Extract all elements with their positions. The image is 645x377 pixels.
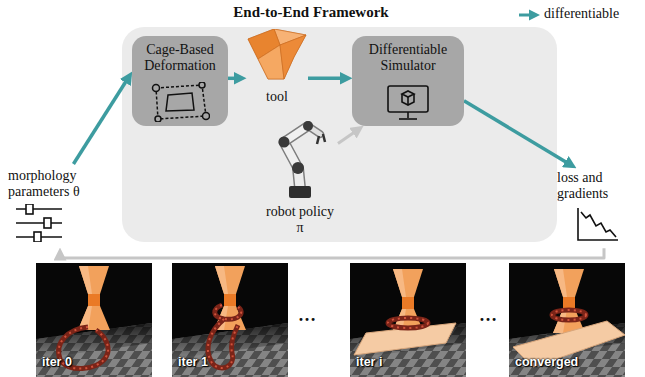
render-iter-i	[392, 269, 424, 333]
robot-arm	[317, 134, 325, 144]
iteration-label: iter i	[356, 356, 382, 370]
robot-arm	[279, 137, 290, 148]
legend-arrow-sample	[519, 10, 540, 21]
ellipsis: …	[298, 306, 316, 324]
slider-icon	[14, 204, 64, 242]
simulator-icon	[386, 84, 430, 122]
simulator-icon	[402, 94, 414, 105]
robot-arm	[284, 126, 320, 188]
slider-icon	[44, 218, 51, 228]
iteration-label: converged	[515, 356, 578, 370]
simulator-icon	[388, 86, 428, 112]
robot-arm	[262, 112, 338, 200]
robot-arm	[289, 186, 311, 198]
output-block: loss and gradients	[556, 168, 636, 248]
slider-icon	[16, 204, 62, 242]
render-converged	[552, 310, 586, 320]
robot-arm	[292, 162, 304, 174]
cage-icon	[203, 113, 210, 120]
loss-chart-icon	[578, 208, 618, 240]
loss-chart-icon	[581, 212, 616, 237]
render-converged	[553, 269, 585, 333]
render-converged	[552, 310, 586, 320]
node-text: loss and gradients	[557, 170, 635, 202]
cage-icon	[150, 82, 210, 122]
iteration-label: iter 1	[178, 356, 208, 370]
render-iter-1	[172, 263, 288, 377]
slider-icon	[16, 208, 62, 210]
flow-arrow	[308, 77, 346, 81]
tool-mesh	[258, 45, 284, 79]
render-iter-0	[36, 263, 152, 377]
cage-icon	[166, 93, 194, 111]
loss-chart-icon	[578, 208, 618, 240]
cage-icon	[199, 82, 205, 88]
flow-arrow	[73, 77, 128, 164]
simulator-icon	[402, 91, 414, 97]
framework-panel: End-to-End FrameworkCage-Based Deformati…	[122, 27, 557, 242]
loss-chart-icon	[574, 206, 620, 244]
render-converged	[509, 263, 625, 377]
render-iter-i	[350, 323, 466, 377]
legend-entry: differentiable	[544, 6, 619, 22]
tool-mesh	[246, 29, 308, 81]
render-converged	[509, 263, 625, 377]
simulator-icon	[388, 86, 428, 119]
process-box: Differentiable Simulator	[352, 36, 464, 126]
simulator-icon	[399, 118, 417, 120]
iteration-label: iter 0	[42, 356, 72, 370]
tool-mesh	[280, 35, 306, 79]
process-box: Cage-Based Deformation	[132, 36, 228, 126]
tool-mesh	[248, 29, 306, 79]
flow-arrow	[464, 101, 571, 165]
render-iter-i	[388, 318, 428, 328]
render-iter-1	[208, 305, 241, 368]
render-iter-0	[36, 263, 152, 377]
node-text: Differentiable Simulator	[357, 42, 459, 74]
slider-icon	[26, 204, 33, 214]
slider-icon	[16, 222, 62, 224]
legend-text: differentiable	[544, 6, 619, 21]
cage-icon	[156, 85, 206, 119]
flow-arrow	[338, 129, 358, 143]
node-text: Cage-Based Deformation	[137, 42, 223, 74]
flow-arrow	[60, 248, 604, 258]
render-iter-0	[78, 266, 110, 330]
cage-icon	[153, 85, 160, 92]
simulator-icon	[407, 97, 409, 105]
node-text: morphology parameters θ	[8, 168, 112, 200]
node-text: tool	[246, 89, 308, 105]
render-iter-1	[208, 305, 241, 368]
framework-panel-ground	[122, 27, 557, 242]
framework-title: End-to-End Framework	[211, 4, 411, 21]
framework-panel-ground	[122, 27, 557, 242]
simulator-icon	[407, 112, 409, 118]
parameter-block: morphology parameters θ	[4, 164, 116, 248]
cage-icon	[155, 116, 161, 122]
node-text: robot policy π	[263, 204, 337, 236]
policy-block: robot policy π	[262, 112, 338, 238]
tool-mesh	[248, 29, 306, 79]
render-iter-1	[172, 263, 288, 377]
render-iter-i	[350, 263, 466, 377]
render-iter-i	[350, 263, 466, 377]
render-iter-i	[388, 318, 428, 328]
legend-arrow-sample	[529, 10, 540, 21]
ellipsis: …	[479, 306, 497, 324]
render-iter-0	[36, 323, 152, 377]
robot-arm	[303, 121, 313, 131]
slider-icon	[34, 232, 41, 242]
cage-icon	[153, 82, 210, 122]
flow-arrow	[228, 77, 240, 81]
tool-block: tool	[246, 29, 308, 107]
